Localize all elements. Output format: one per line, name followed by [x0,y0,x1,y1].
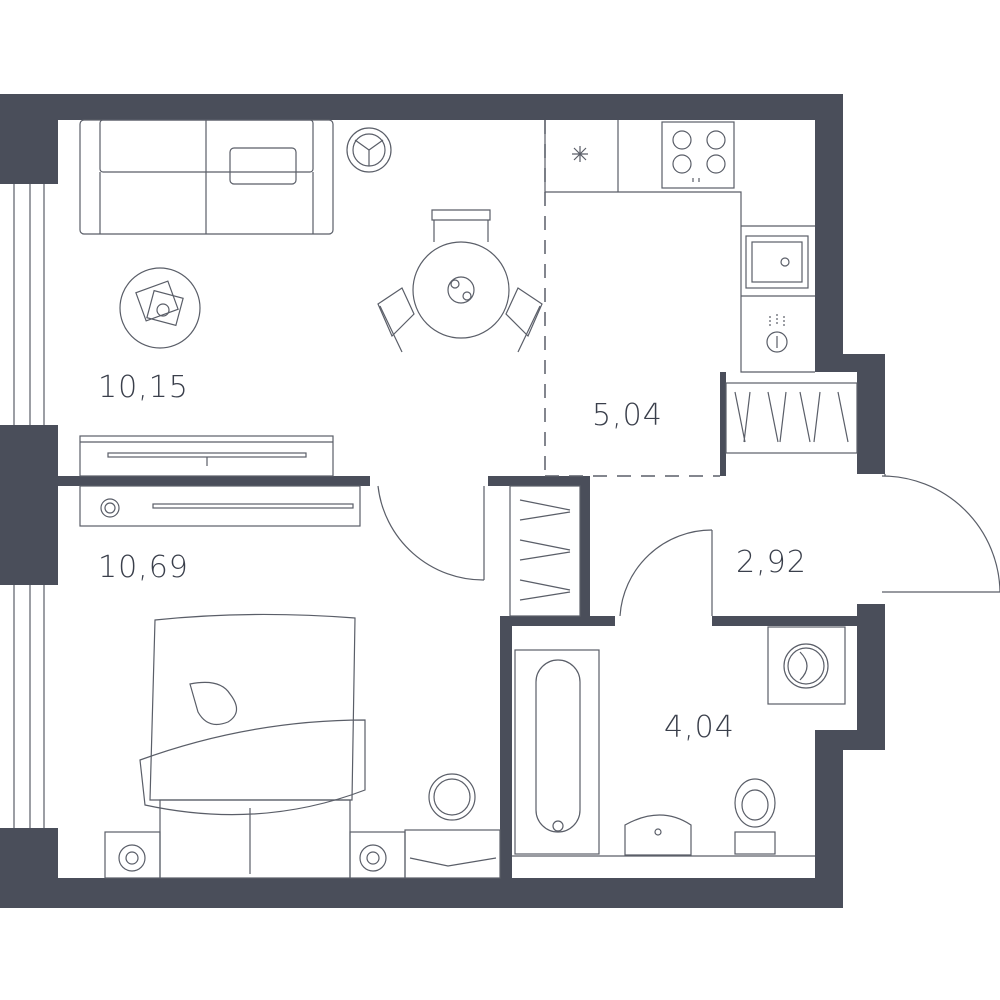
nightstand-right [349,831,406,879]
hall-wardrobe [725,382,858,454]
nightstand-left [104,831,161,879]
bedroom-lamp [428,773,476,821]
kitchen-sink [745,235,809,289]
floor-lamp [346,127,392,173]
tv-stand [79,435,334,477]
toilet [734,778,776,855]
bedroom-shelf [79,485,361,527]
bedroom-door [377,485,485,581]
bathroom-door [619,529,713,617]
desk [404,829,501,879]
room-area-bathroom: 4,04 [664,710,735,745]
walls [0,94,885,908]
bathroom-sink [624,814,692,856]
coffee-table [119,267,201,349]
bedroom-wardrobe [509,485,581,617]
boiler [766,314,788,353]
stove [661,121,735,189]
room-area-hall: 2,92 [736,545,807,580]
bathtub [514,649,600,855]
room-area-kitchen: 5,04 [592,398,663,433]
entrance-door [881,474,1000,593]
dining-table [377,209,543,353]
room-area-living: 10,15 [98,370,189,405]
windows [13,184,45,828]
kitchen-counter [544,120,815,373]
bed [139,613,366,879]
washing-machine [767,626,846,705]
room-area-bedroom: 10,69 [98,550,189,585]
sofa [79,119,334,235]
